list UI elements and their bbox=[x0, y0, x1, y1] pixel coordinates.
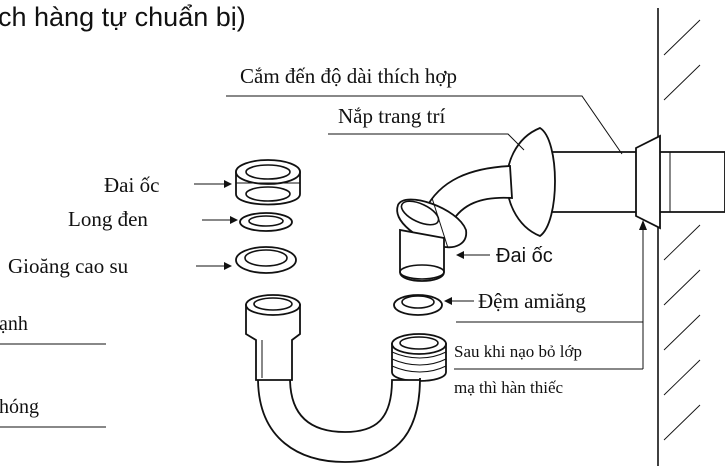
arrow-solder-note bbox=[639, 220, 647, 230]
arrow-nut-right bbox=[456, 251, 464, 259]
washer-part bbox=[239, 212, 293, 232]
horizontal-drain-pipe bbox=[547, 134, 725, 230]
left-fragment-2: hóng bbox=[0, 396, 39, 418]
label-solder-note-line2: mạ thì hàn thiếc bbox=[454, 378, 564, 397]
asbestos-pad-part bbox=[393, 294, 443, 316]
label-decor-cover: Nắp trang trí bbox=[338, 104, 445, 128]
label-asbestos-pad: Đệm amiăng bbox=[478, 289, 586, 313]
slip-nut-part bbox=[235, 159, 301, 206]
label-cut-length: Cắm đến độ dài thích hợp bbox=[240, 64, 457, 88]
leader-cut-length bbox=[226, 95, 623, 155]
u-trap-bend bbox=[257, 329, 421, 463]
arrow-asbestos-pad bbox=[444, 297, 452, 305]
leader-decor-cover bbox=[328, 133, 525, 151]
label-nut-left: Đai ốc bbox=[104, 173, 159, 197]
label-washer: Long đen bbox=[68, 207, 148, 231]
label-nut-right: Đai ốc bbox=[496, 245, 553, 267]
trap-inlet-pipe bbox=[245, 294, 301, 381]
wall-hatch bbox=[663, 19, 701, 441]
header-fragment: ch hàng tự chuẩn bị) bbox=[0, 2, 246, 32]
wall-flange bbox=[635, 134, 661, 230]
wall bbox=[657, 8, 701, 466]
left-fragment-1: ạnh bbox=[0, 313, 28, 335]
label-solder-note-line1: Sau khi nạo bỏ lớp bbox=[454, 342, 582, 361]
arrow-washer bbox=[230, 216, 238, 224]
arrow-nut-left bbox=[224, 180, 232, 188]
threaded-trap-end bbox=[391, 333, 447, 382]
rubber-gasket-part bbox=[235, 246, 297, 274]
tail-pipe bbox=[399, 228, 445, 282]
elbow-slip-nut bbox=[396, 197, 467, 249]
arrow-rubber-gasket bbox=[224, 262, 232, 270]
decorative-cover bbox=[506, 126, 556, 238]
label-rubber-gasket: Gioăng cao su bbox=[8, 254, 129, 278]
